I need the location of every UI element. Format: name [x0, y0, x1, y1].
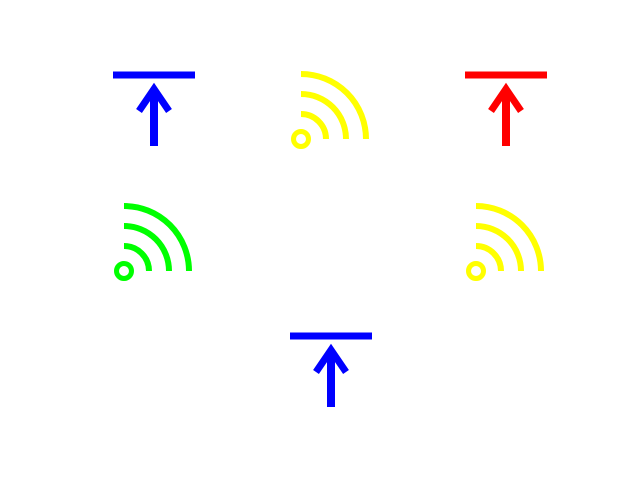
- rss-icon: [291, 71, 369, 149]
- upload-icon: [290, 332, 372, 407]
- rss-icon: [114, 203, 192, 281]
- upload-icon: [113, 71, 195, 146]
- rss-icon: [466, 203, 544, 281]
- upload-icon: [465, 71, 547, 146]
